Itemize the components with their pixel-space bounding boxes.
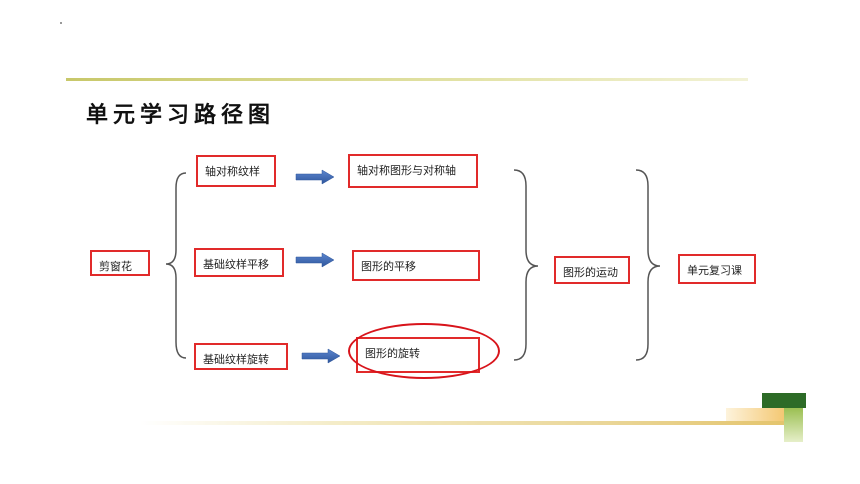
arrow-row-3 — [301, 348, 341, 364]
corner-logo-top — [762, 393, 806, 408]
page-title: 单元学习路径图 — [86, 102, 276, 128]
node-branch-3: 基础纹样旋转 — [194, 343, 288, 370]
node-result-2: 图形的平移 — [352, 250, 480, 281]
node-start: 剪窗花 — [90, 250, 150, 276]
arrow-row-1 — [295, 169, 335, 185]
top-divider — [66, 78, 748, 81]
corner-logo-bar — [726, 408, 784, 421]
corner-dot — [60, 22, 62, 24]
node-branch-2: 基础纹样平移 — [194, 248, 284, 277]
middle-brace — [513, 169, 539, 361]
node-summary: 图形的运动 — [554, 256, 630, 284]
node-review: 单元复习课 — [678, 254, 756, 284]
left-brace — [165, 172, 187, 359]
right-brace — [635, 169, 661, 361]
bottom-divider — [140, 421, 790, 425]
corner-logo-stem — [784, 408, 803, 442]
arrow-row-2 — [295, 252, 335, 268]
node-result-1: 轴对称图形与对称轴 — [348, 154, 478, 188]
node-branch-1: 轴对称纹样 — [196, 155, 276, 187]
highlight-circle — [348, 323, 500, 379]
